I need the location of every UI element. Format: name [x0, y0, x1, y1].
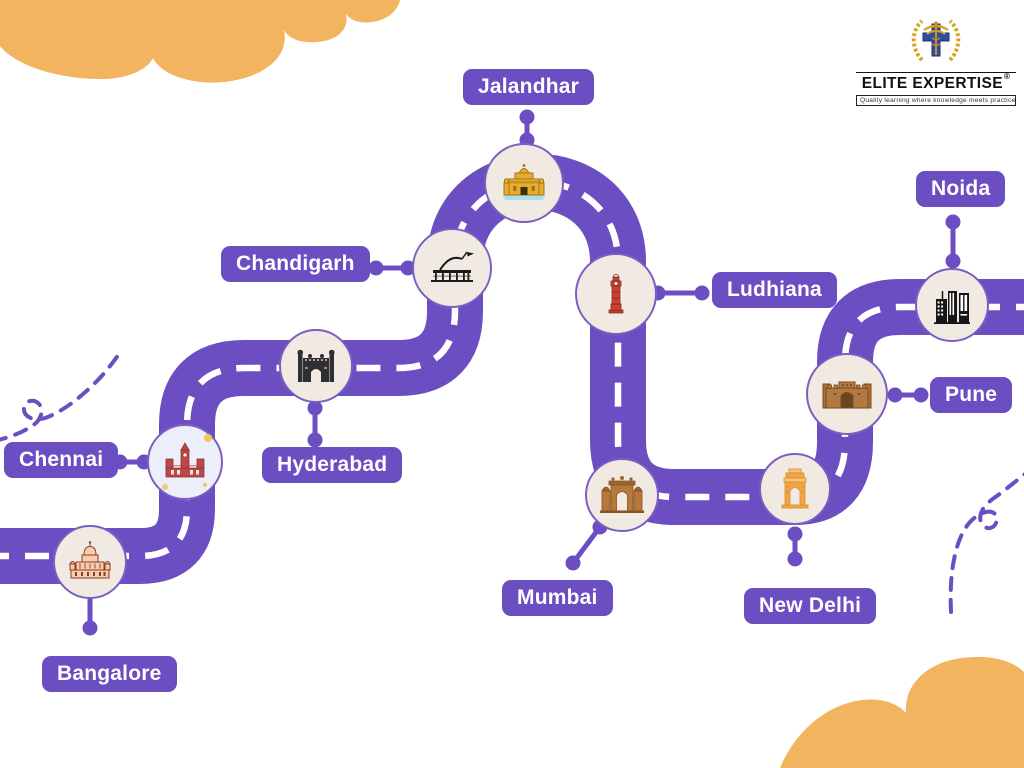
assembly-building-icon	[431, 251, 474, 282]
brand-name: ELITE EXPERTISE	[861, 75, 1003, 92]
laurel-cross-caduceus-icon	[911, 19, 961, 62]
connector-ludhiana	[650, 285, 710, 301]
connector-chennai	[112, 454, 152, 470]
connector-chandigarh	[368, 260, 416, 276]
india-gate-icon	[781, 468, 809, 509]
connector-mumbai	[565, 519, 608, 571]
golden-temple-icon	[503, 164, 545, 200]
city-label-hyderabad: Hyderabad	[262, 447, 403, 484]
brand-tagline: Quality learning where knowledge meets p…	[856, 95, 1016, 106]
vidhana-soudha-icon	[69, 541, 111, 579]
registered-trademark: ®	[1003, 72, 1011, 81]
charminar-icon	[297, 349, 335, 382]
connector-jalandhar	[519, 109, 535, 148]
city-skyline-icon	[934, 291, 970, 324]
city-label-ludhiana: Ludhiana	[712, 272, 837, 309]
city-marker-new-delhi	[759, 453, 831, 525]
connector-noida	[945, 214, 961, 269]
connector-bangalore	[82, 598, 98, 636]
connector-pune	[887, 387, 929, 403]
city-label-jalandhar: Jalandhar	[463, 69, 595, 106]
dashed-curl-path-icon-left	[0, 352, 121, 442]
connector-hyderabad	[307, 400, 323, 448]
brand-logo: ELITE EXPERTISE® Quality learning where …	[856, 12, 1016, 106]
city-label-mumbai: Mumbai	[502, 580, 613, 617]
cloud-icon-bottom-right	[780, 656, 1024, 768]
gateway-of-india-icon	[600, 476, 644, 513]
shaniwar-wada-fort-icon	[822, 381, 872, 409]
city-label-chennai: Chennai	[4, 442, 119, 479]
road-center-dashes	[0, 178, 1024, 560]
cloud-icon-top-left	[0, 0, 400, 83]
brand-title-row: ELITE EXPERTISE®	[856, 72, 1016, 93]
city-label-pune: Pune	[930, 377, 1013, 414]
city-label-noida: Noida	[916, 171, 1006, 208]
city-label-chandigarh: Chandigarh	[221, 246, 370, 283]
connector-new-delhi	[787, 526, 803, 567]
central-station-icon	[162, 434, 212, 490]
city-label-new-delhi: New Delhi	[744, 588, 877, 625]
dashed-curl-path-icon-right	[948, 472, 1024, 614]
clock-tower-icon	[608, 273, 624, 314]
city-marker-chandigarh	[412, 228, 492, 308]
city-label-bangalore: Bangalore	[42, 656, 177, 693]
